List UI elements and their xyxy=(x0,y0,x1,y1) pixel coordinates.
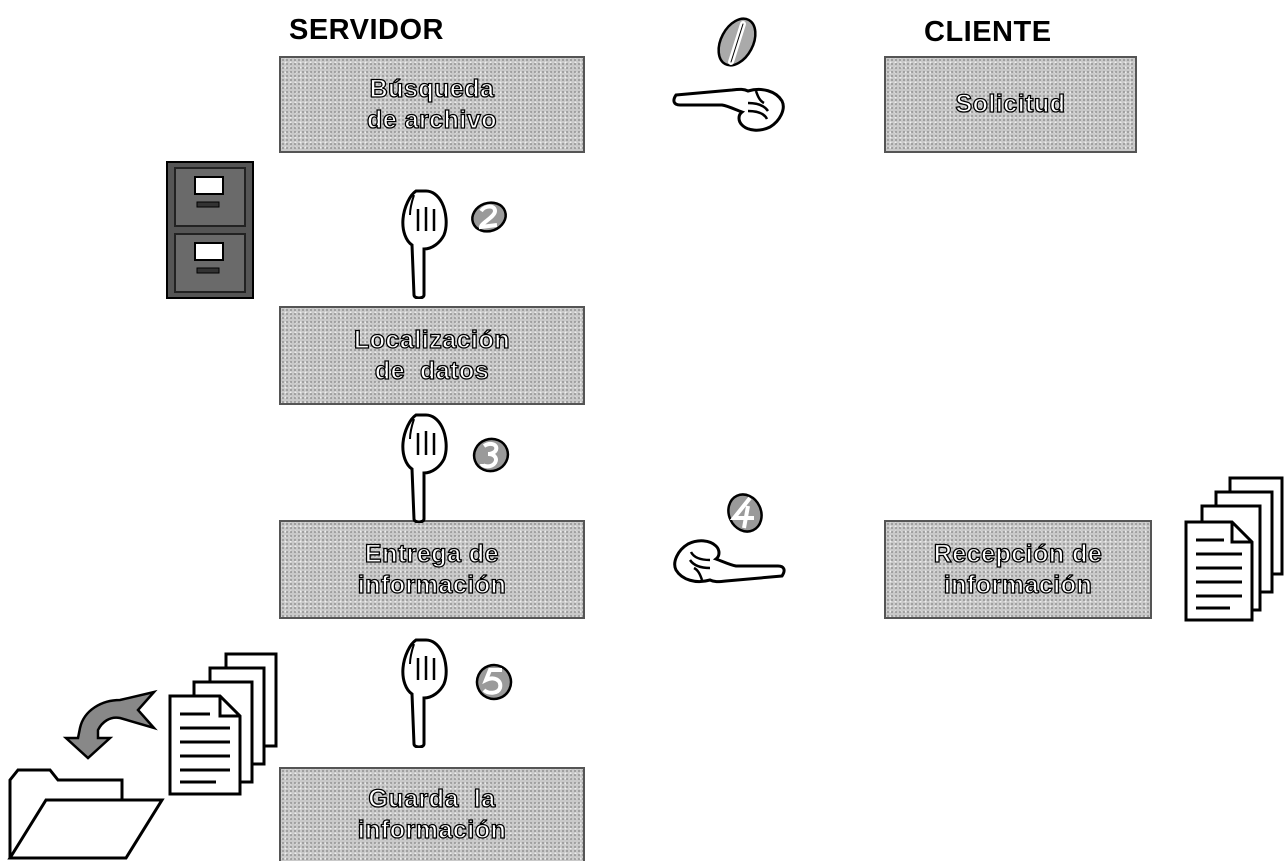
filing-cabinet-icon xyxy=(166,161,254,299)
box-localizacion-line2: de datos xyxy=(374,356,490,385)
box-entrega-informacion: Entrega de información xyxy=(279,520,585,619)
step-2-marker-icon xyxy=(471,201,507,233)
box-busqueda-line2: de archivo xyxy=(366,105,498,134)
pointing-hand-right-icon xyxy=(673,539,786,584)
box-recepcion-line2: información xyxy=(943,570,1093,599)
pointing-hand-down-icon xyxy=(401,413,448,523)
box-solicitud-line1: Solicitud xyxy=(955,89,1066,118)
box-localizacion-datos: Localización de datos xyxy=(279,306,585,405)
pointing-hand-down-icon xyxy=(401,638,448,748)
box-guarda-informacion: Guarda la información xyxy=(279,767,585,861)
box-entrega-line2: información xyxy=(357,570,507,599)
document-stack-icon xyxy=(1184,476,1284,622)
step-3-marker-icon xyxy=(472,437,510,473)
open-folder-icon xyxy=(7,768,165,860)
box-guarda-line1: Guarda la xyxy=(368,784,496,813)
document-stack-icon xyxy=(168,652,278,796)
box-localizacion-line1: Localización xyxy=(353,325,511,354)
box-recepcion-informacion: Recepción de información xyxy=(884,520,1152,619)
box-recepcion-line1: Recepción de xyxy=(933,539,1103,568)
box-busqueda-line1: Búsqueda xyxy=(369,74,495,103)
step-1-marker-icon xyxy=(717,17,757,67)
step-5-marker-icon xyxy=(475,663,513,701)
box-guarda-line2: información xyxy=(357,815,507,844)
box-solicitud: Solicitud xyxy=(884,56,1137,153)
box-busqueda-archivo: Búsqueda de archivo xyxy=(279,56,585,153)
pointing-hand-down-icon xyxy=(401,189,448,299)
step-4-marker-icon xyxy=(727,493,763,533)
server-column-title: SERVIDOR xyxy=(289,14,444,46)
box-entrega-line1: Entrega de xyxy=(364,539,500,568)
curved-arrow-icon xyxy=(62,689,158,760)
client-column-title: CLIENTE xyxy=(924,16,1052,48)
pointing-hand-left-icon xyxy=(672,87,785,132)
